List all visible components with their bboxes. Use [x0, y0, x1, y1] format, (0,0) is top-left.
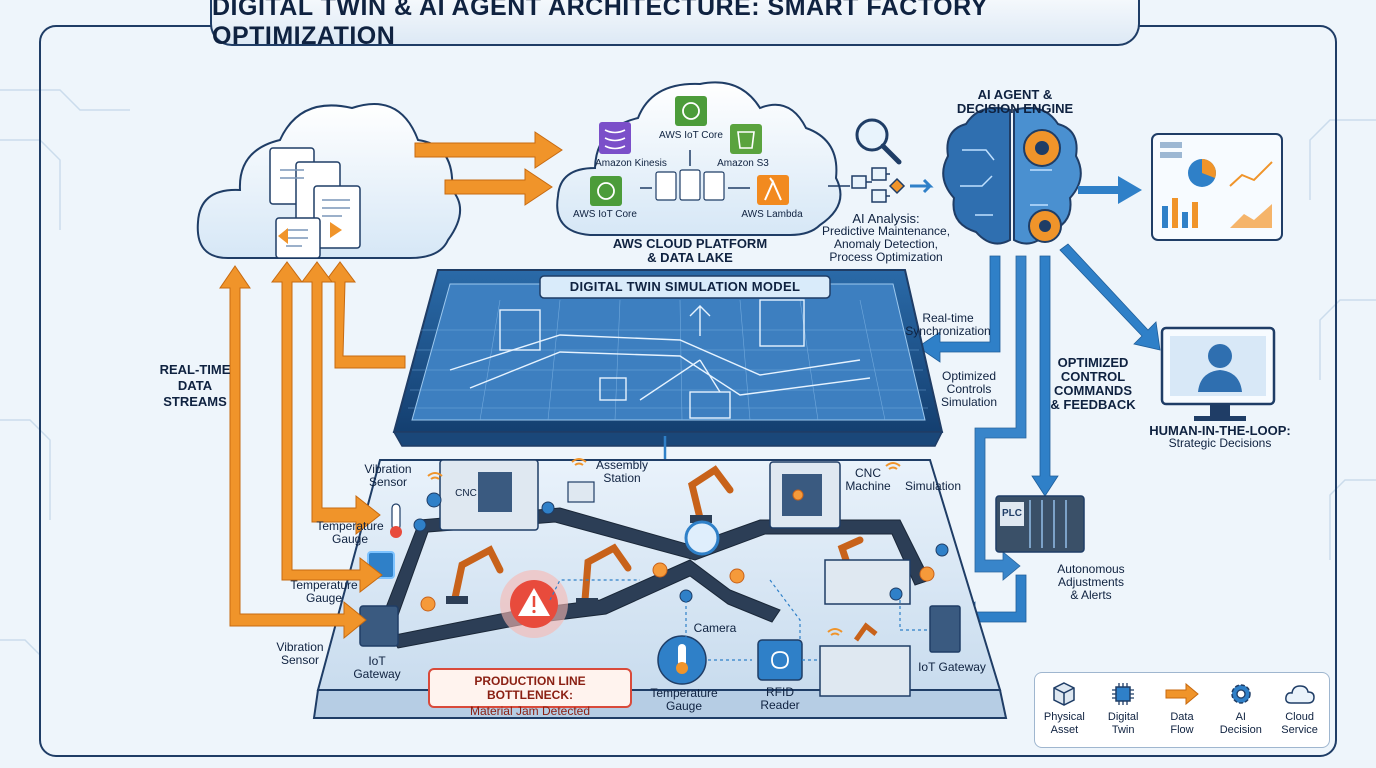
rfid-reader-icon — [757, 639, 803, 681]
simulation-label: Simulation — [904, 479, 962, 493]
human-in-loop-label: HUMAN-IN-THE-LOOP: Strategic Decisions — [1149, 423, 1291, 450]
bottleneck-alert: PRODUCTION LINE BOTTLENECK: Material Jam… — [428, 668, 632, 718]
cube-icon — [1053, 682, 1076, 706]
camera-label: Camera — [693, 621, 737, 635]
cnc-small-label: CNC — [455, 488, 477, 499]
aws-document-icons — [655, 169, 725, 201]
cloud-icon — [1284, 685, 1315, 704]
magnifier-icon — [855, 118, 902, 165]
arrow-to-dashboard — [1078, 176, 1142, 204]
chip-icon — [1112, 683, 1135, 705]
blueprint-machines — [449, 299, 871, 419]
human-monitor-icon — [1160, 326, 1276, 421]
data-flow-arrows-top — [414, 131, 563, 206]
s3-label: Amazon S3 — [717, 158, 769, 169]
iot-core-bottom-label: AWS IoT Core — [573, 209, 637, 220]
blue-sensor-nodes — [413, 492, 949, 603]
data-cloud — [196, 103, 461, 259]
center-hub-icon — [684, 520, 720, 556]
dashed-connections — [549, 579, 928, 661]
lambda-icon — [757, 175, 789, 205]
thermometer-icon-left — [390, 503, 402, 538]
ai-brain-icon — [942, 106, 1082, 245]
digital-twin-title: DIGITAL TWIN SIMULATION MODEL — [569, 279, 801, 294]
workstation-bottom — [819, 622, 911, 697]
cnc-machine-left — [439, 459, 539, 531]
wifi-icons — [427, 458, 901, 636]
dashboard-icon — [1151, 133, 1283, 241]
kinesis-label: Amazon Kinesis — [595, 158, 667, 169]
data-flow-arrows-left — [219, 261, 406, 640]
plc-label: PLC — [1002, 508, 1022, 519]
assembly-station-icon — [567, 481, 595, 503]
cnc-machine-right — [769, 461, 841, 529]
alert-warning-icon — [500, 570, 568, 638]
iot-core-bottom-icon — [590, 176, 622, 206]
iot-gateway-right-icon — [929, 605, 961, 653]
document-stack-icon — [269, 147, 361, 259]
temperature-gauge-icon — [657, 635, 707, 685]
iot-gateway-right-label: IoT Gateway — [918, 660, 986, 674]
iot-gateway-left-icon — [359, 605, 399, 647]
digital-twin-panel — [392, 269, 944, 447]
factory-floor — [312, 458, 1008, 719]
iot-core-top-icon — [675, 96, 707, 126]
gear-icon — [1231, 684, 1251, 704]
lambda-label: AWS Lambda — [741, 209, 803, 220]
ai-analysis-text: AI Analysis: Predictive Maintenance, Ano… — [821, 211, 951, 264]
arrow-icon — [1165, 682, 1199, 706]
aws-platform-title: AWS CLOUD PLATFORM& DATA LAKE — [612, 236, 768, 265]
aws-cloud — [556, 81, 842, 236]
kinesis-icon — [599, 122, 631, 154]
flowchart-icon — [828, 167, 906, 203]
ai-agent-title: AI AGENT &DECISION ENGINE — [956, 87, 1074, 116]
iot-core-top-label: AWS IoT Core — [659, 130, 723, 141]
arrow-to-brain — [910, 178, 934, 194]
robot-arms — [451, 465, 864, 604]
orange-sensor-nodes — [420, 489, 935, 612]
s3-icon — [730, 124, 762, 154]
blueprint-grid — [408, 299, 928, 421]
plc-icon — [995, 495, 1085, 553]
page-title: DIGITAL TWIN & AI AGENT ARCHITECTURE: SM… — [210, 0, 1140, 50]
